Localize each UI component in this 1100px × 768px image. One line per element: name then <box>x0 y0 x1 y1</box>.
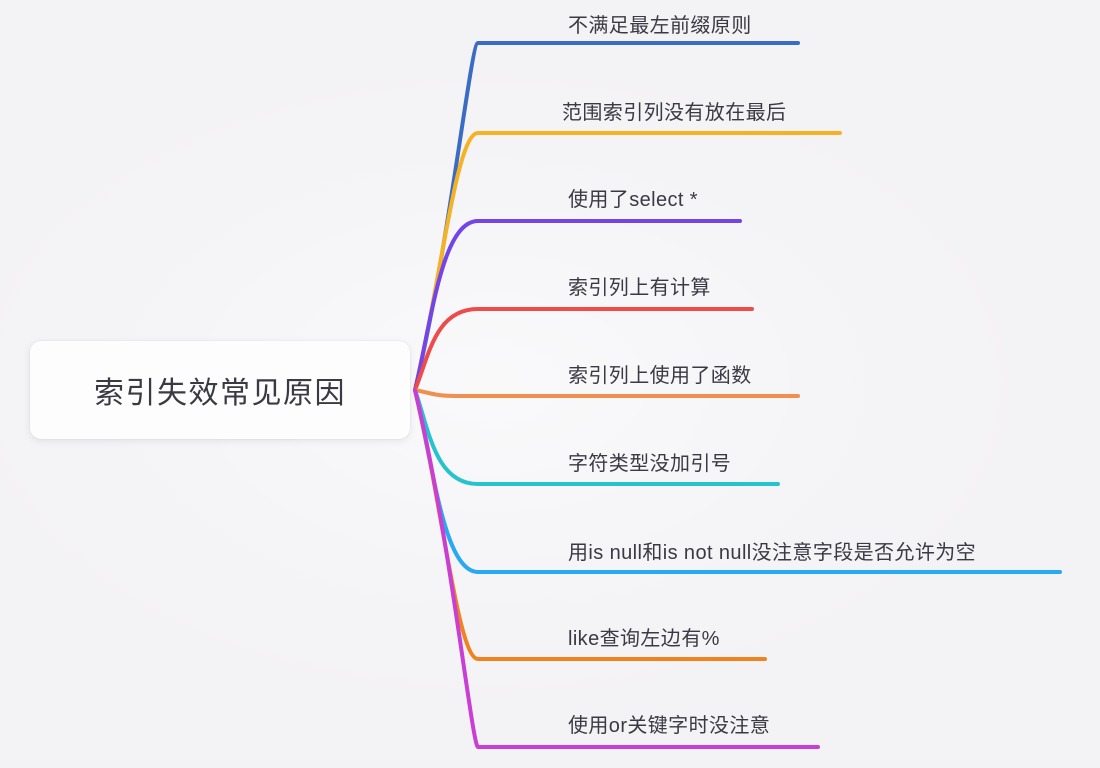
branch-label[interactable]: 使用了select * <box>568 189 698 211</box>
branch-connector <box>413 388 800 398</box>
branch-label[interactable]: like查询左边有% <box>568 628 720 650</box>
root-node[interactable]: 索引失效常见原因 <box>30 341 410 439</box>
branch-connector <box>413 41 800 392</box>
branch-label[interactable]: 索引列上使用了函数 <box>568 365 752 387</box>
branch-connector <box>413 388 820 749</box>
branch-connector <box>413 388 767 661</box>
branch-connector <box>413 219 742 392</box>
branch-label[interactable]: 不满足最左前缀原则 <box>568 15 752 37</box>
branch-connector <box>413 131 842 392</box>
branch-label[interactable]: 字符类型没加引号 <box>568 453 732 475</box>
branch-label[interactable]: 用is null和is not null没注意字段是否允许为空 <box>568 542 977 564</box>
branch-connector <box>413 307 754 392</box>
branch-label[interactable]: 范围索引列没有放在最后 <box>562 102 787 124</box>
branch-label[interactable]: 索引列上有计算 <box>568 277 711 299</box>
root-node-label: 索引失效常见原因 <box>94 377 346 410</box>
branch-label[interactable]: 使用or关键字时没注意 <box>568 715 771 737</box>
